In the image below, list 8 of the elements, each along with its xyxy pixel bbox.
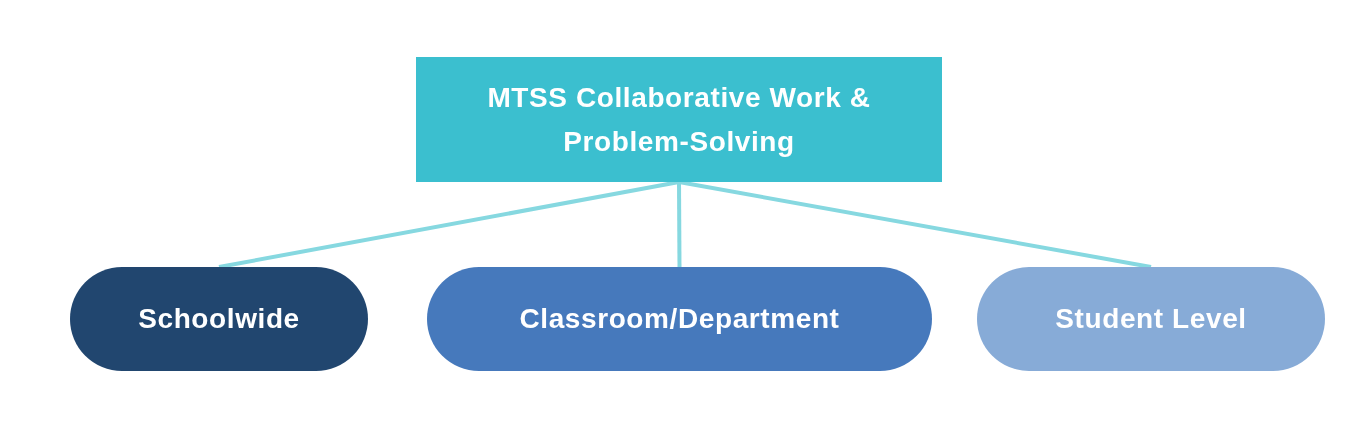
title-box	[416, 57, 942, 182]
connector-line	[677, 182, 682, 267]
connector-line	[218, 180, 680, 269]
node-label: MTSS Collaborative Work & Problem-Solving	[486, 80, 872, 159]
node-label: Student Level	[1055, 302, 1247, 336]
node-label: Schoolwide	[138, 302, 300, 336]
node-label: Classroom/Department	[519, 302, 840, 336]
connector-line	[678, 180, 1152, 269]
